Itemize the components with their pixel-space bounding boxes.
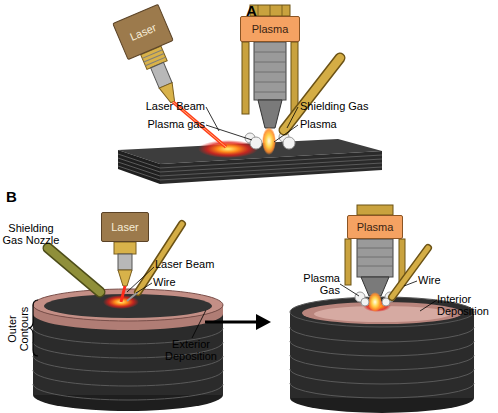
gas-nozzle-fill xyxy=(48,248,100,292)
gas-cloud xyxy=(361,298,369,306)
part-label: Wire xyxy=(153,276,176,288)
laser-head xyxy=(141,46,183,106)
gas-nozzle-fill xyxy=(284,58,340,130)
part-label: Exterior Deposition xyxy=(158,338,224,362)
part-label: Laser Beam xyxy=(155,258,214,270)
wire xyxy=(127,292,138,301)
plasma-head-box: Plasma xyxy=(240,16,300,42)
wire-feeder-fill xyxy=(392,248,428,297)
torch-nozzle xyxy=(258,100,282,128)
torch-body xyxy=(357,239,393,277)
part-label: Plasma gas xyxy=(140,118,205,130)
part-label: Shielding Gas xyxy=(300,100,369,112)
plasma-head-box: Plasma xyxy=(347,215,403,239)
head-label: Laser xyxy=(128,21,158,43)
gas-cloud xyxy=(250,137,262,149)
leader-line xyxy=(206,107,298,142)
torch-stripes xyxy=(357,248,393,266)
laser-head-box: Laser xyxy=(101,212,149,242)
plasma-arc xyxy=(262,127,276,155)
layer-lines xyxy=(118,154,382,180)
torch-rod xyxy=(291,42,298,114)
part-label: Outer Contours xyxy=(6,299,30,359)
laser-head-box: Laser xyxy=(112,4,174,60)
torch-body xyxy=(254,42,286,100)
laser-collar xyxy=(114,242,136,254)
part-label: Shielding Gas Nozzle xyxy=(2,222,60,246)
laser-barrel xyxy=(118,254,132,270)
layer-lines xyxy=(290,327,474,398)
part-label: Plasma Gas xyxy=(294,272,340,296)
arrow-head xyxy=(256,314,271,330)
head-label: Plasma xyxy=(357,221,394,233)
layer-lines xyxy=(33,328,223,400)
panel-letter: B xyxy=(6,188,17,205)
torch-stripes xyxy=(254,52,286,92)
part-label: Laser Beam xyxy=(140,100,205,112)
panel-letter: A xyxy=(246,2,257,19)
leader-line xyxy=(127,267,206,338)
plasma-arc xyxy=(368,292,382,312)
workpiece-side xyxy=(160,151,382,184)
part-interior xyxy=(44,294,212,318)
left-part xyxy=(33,289,223,411)
part-label: Interior Deposition xyxy=(437,293,498,317)
cap-lines xyxy=(258,5,282,16)
part-label: Plasma xyxy=(300,118,337,130)
head-label: Plasma xyxy=(252,23,289,35)
head-label: Laser xyxy=(111,221,139,233)
laser-beam xyxy=(121,286,125,302)
laser-head xyxy=(114,242,136,286)
gas-nozzle xyxy=(48,248,100,292)
exterior-deposit xyxy=(33,289,223,321)
torch-rod xyxy=(345,239,351,285)
workpiece xyxy=(118,139,382,184)
gas-nozzle xyxy=(284,58,340,130)
sequence-arrow xyxy=(205,321,258,324)
part-label: Wire xyxy=(418,274,441,286)
laser-nozzle xyxy=(118,270,132,286)
workpiece-end xyxy=(118,150,160,184)
torch-cap xyxy=(357,205,393,215)
wire-feeder xyxy=(392,248,428,297)
torch-rod xyxy=(242,42,249,114)
gas-cloud xyxy=(283,137,295,149)
